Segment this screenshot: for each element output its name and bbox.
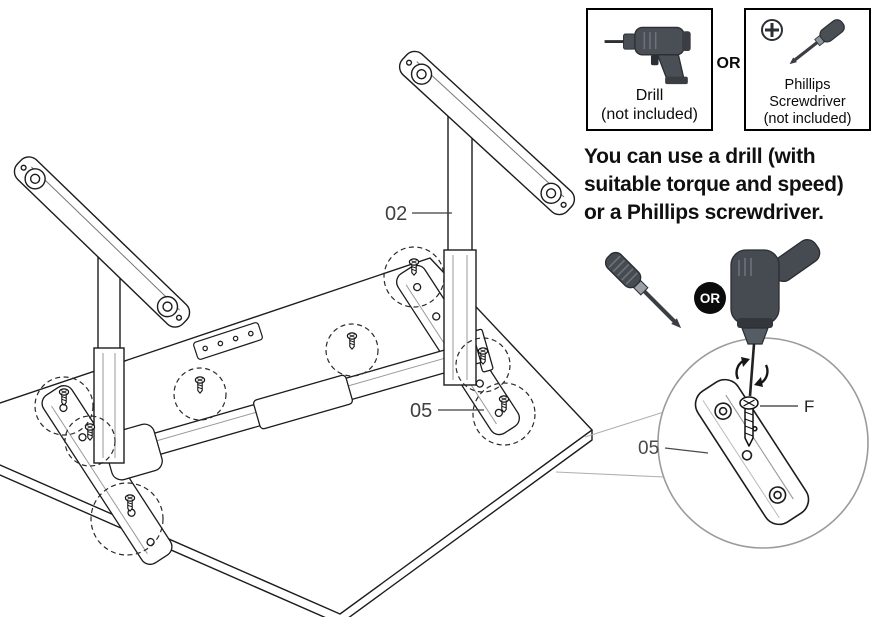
instruction-line-2: suitable torque and speed) (584, 172, 844, 196)
left-foot-bracket (41, 385, 173, 565)
left-foot (13, 156, 191, 328)
instruction-text: You can use a drill (with suitable torqu… (584, 143, 880, 227)
screw-highlight-circles (34, 246, 536, 556)
or-badge: OR (694, 282, 726, 314)
rotation-arrows-icon (735, 357, 769, 387)
mounting-plate (193, 322, 263, 360)
svg-text:OR: OR (700, 291, 721, 306)
detail-foot-bracket (694, 378, 810, 526)
detail-callout: F 05 (638, 337, 869, 549)
drill-note: (not included) (601, 105, 698, 123)
screwdriver-name-line2: Screwdriver (769, 94, 846, 111)
screwdriver-icon (756, 17, 860, 77)
or-separator-label: OR (716, 55, 741, 72)
leg-label-02: 02 (385, 203, 407, 225)
crossbar (112, 328, 494, 476)
drill-option-box: Drill (not included) (586, 8, 713, 131)
drill-bit (748, 343, 756, 397)
screwdriver-note: (not included) (763, 111, 852, 128)
right-leg-column (443, 111, 477, 386)
detail-bracket-label-05: 05 (638, 438, 659, 459)
callout-leader-lines (555, 410, 668, 478)
drill-icon (598, 17, 702, 87)
tool-requirement-panel: Drill (not included) OR (586, 8, 871, 131)
bracket-label-05: 05 (410, 400, 432, 422)
detail-screw (739, 396, 759, 447)
detail-bracket-leader (664, 447, 709, 454)
right-foot (398, 50, 576, 216)
left-leg-column (93, 254, 125, 464)
instruction-line-3: or a Phillips screwdriver. (584, 200, 824, 224)
drill-name: Drill (635, 87, 664, 104)
drill-illustration (730, 239, 821, 397)
instruction-line-1: You can use a drill (with (584, 145, 816, 168)
detail-screw-label-f: F (804, 397, 814, 416)
screwdriver-illustration (604, 251, 682, 329)
screwdriver-name-line1: Phillips (784, 77, 831, 93)
screwdriver-option-box: Phillips Screwdriver (not included) (744, 8, 871, 131)
phillips-head-icon (760, 19, 783, 41)
